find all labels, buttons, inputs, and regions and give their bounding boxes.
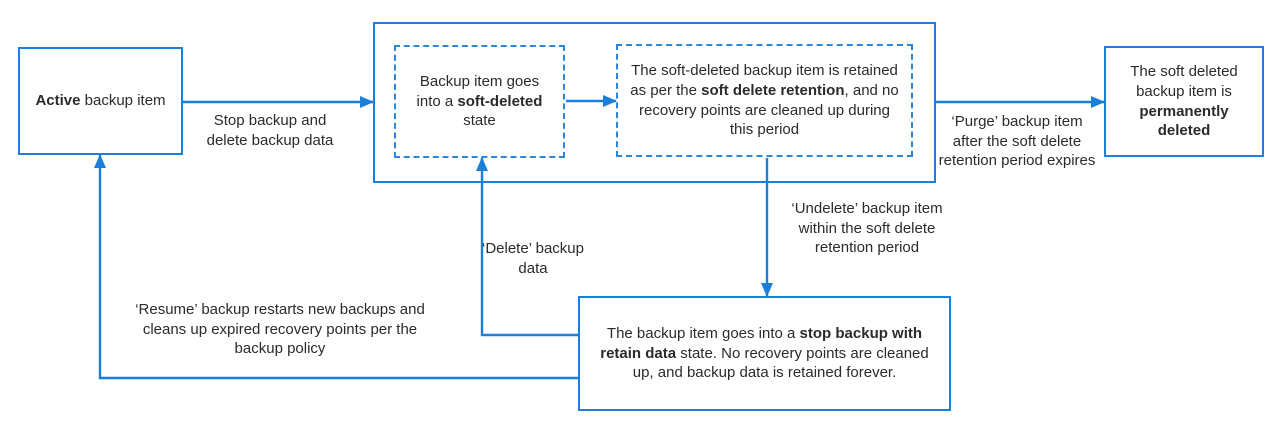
node-soft-delete-retention: The soft-deleted backup item is retained… (616, 44, 913, 157)
edge-label-stop-backup: Stop backup and delete backup data (206, 112, 334, 149)
node-stop-backup-retain-data-label: The backup item goes into a stop backup … (600, 324, 929, 382)
node-soft-deleted-state-label: Backup item goes into a soft-deleted sta… (416, 72, 543, 130)
edge-label-undelete: ‘Undelete’ backup item within the soft d… (791, 200, 943, 256)
node-soft-delete-retention-label: The soft-deleted backup item is retained… (630, 61, 899, 139)
node-active-backup-item: Active backup item (18, 47, 183, 155)
node-permanently-deleted: The soft deleted backup item is permanen… (1104, 46, 1264, 157)
edge-label-purge: ‘Purge’ backup item after the soft delet… (938, 113, 1096, 169)
node-permanently-deleted-label: The soft deleted backup item is permanen… (1130, 62, 1238, 140)
node-stop-backup-retain-data: The backup item goes into a stop backup … (578, 296, 951, 411)
node-soft-deleted-state: Backup item goes into a soft-deleted sta… (394, 45, 565, 158)
node-active-backup-item-label: Active backup item (35, 92, 166, 110)
edge-label-delete-data: ‘Delete’ backup data (481, 240, 584, 277)
edge-label-resume: ‘Resume’ backup restarts new backups and… (135, 301, 425, 357)
